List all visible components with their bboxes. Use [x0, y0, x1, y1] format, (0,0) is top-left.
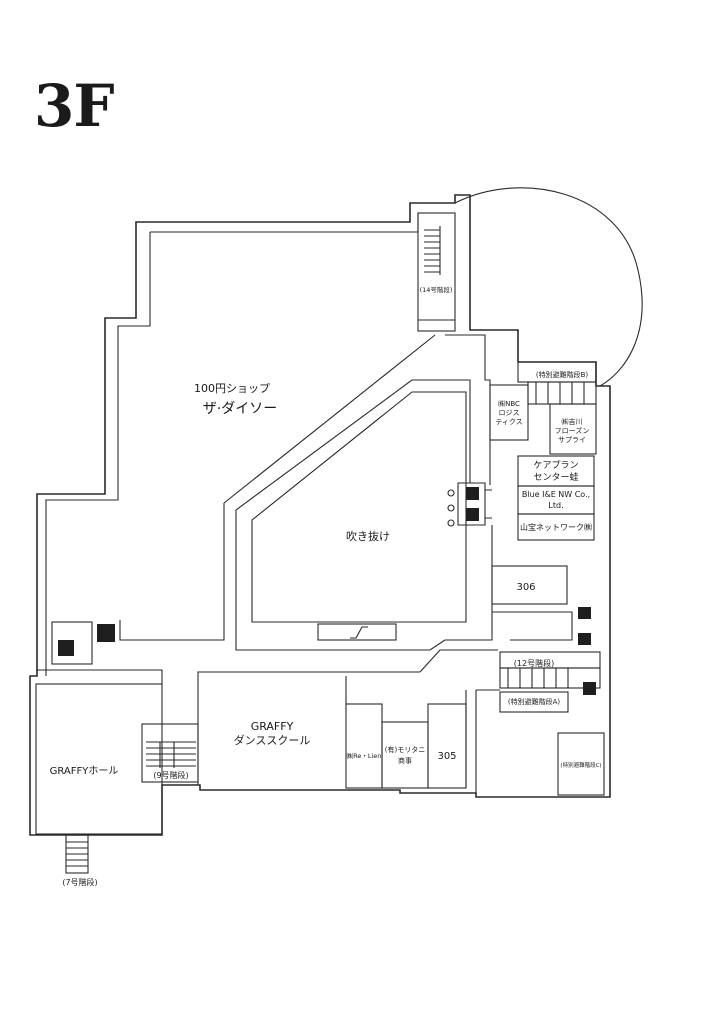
room-305-label: 305 [437, 751, 456, 762]
corridor-walls [235, 334, 493, 651]
stair-7-label: (7号階段) [62, 877, 97, 887]
stair-9 [141, 723, 199, 783]
stair-14-treads [424, 226, 441, 275]
wheelchair-icon [466, 508, 479, 521]
daiso-sub-label: 100円ショップ [194, 382, 270, 395]
atrium-boundary [251, 391, 467, 623]
stair-c-label: (特別避難階段C) [560, 761, 601, 769]
nbc-label-1: ㈱NBC [498, 399, 520, 408]
elevator-icon [583, 682, 596, 695]
dance-school-label-2: ダンススクール [234, 733, 311, 747]
daiso-boundary [119, 334, 436, 641]
office-block [475, 361, 605, 796]
nbc-label-2: ロジス [499, 409, 520, 417]
dance-school-label-1: GRAFFY [251, 720, 294, 733]
bottom-shops [197, 649, 498, 789]
yoshikawa-label-1: ㈱吉川 [562, 417, 583, 426]
restroom [51, 621, 93, 665]
stair-14-label: (14号階段) [420, 285, 453, 294]
atrium-label: 吹き抜け [346, 529, 390, 543]
yamaho-label: 山宝ネットワーク㈱ [520, 522, 592, 532]
escalator [317, 623, 397, 641]
graffy-hall-label: GRAFFYホール [50, 765, 119, 777]
moritani-label-2: 商事 [398, 756, 412, 765]
escalator-icon [350, 626, 368, 639]
blue-label-1: Blue I&E NW Co., [522, 490, 590, 499]
stair-9-label: (9号階段) [153, 770, 188, 780]
stair-a-label: (特別避難階段A) [508, 697, 561, 706]
careplan-label-2: センター蛙 [533, 471, 578, 483]
elevator-icon [466, 487, 479, 500]
room-306-label: 306 [516, 582, 535, 593]
yoshikawa-label-3: サプライ [558, 436, 586, 444]
elevator-icon [578, 633, 591, 645]
outer-wall [29, 194, 611, 836]
nbc-label-3: ティクス [495, 418, 522, 426]
stair-12-label: (12号階段) [514, 658, 554, 668]
careplan-label-1: ケアプラン [533, 460, 578, 471]
daiso-label: ザ·ダイソー [203, 401, 277, 417]
rotunda-arc [454, 187, 643, 387]
elevator-icon [578, 607, 591, 619]
stair-14 [417, 212, 456, 332]
moritani-label-1: (有)モリタニ [385, 745, 425, 754]
graffy-hall [35, 683, 163, 835]
wheelchair-icon [97, 624, 115, 642]
stair-b-label: (特別避難階段B) [536, 370, 589, 379]
blue-label-2: Ltd. [548, 501, 563, 510]
inner-wall [45, 212, 455, 676]
restroom-icon [58, 640, 74, 656]
floor-label: 3F [34, 72, 115, 140]
relien-label: ㈱Re・Lien [347, 751, 382, 760]
yoshikawa-label-2: フローズン [555, 426, 590, 435]
elevator-core [457, 482, 492, 526]
